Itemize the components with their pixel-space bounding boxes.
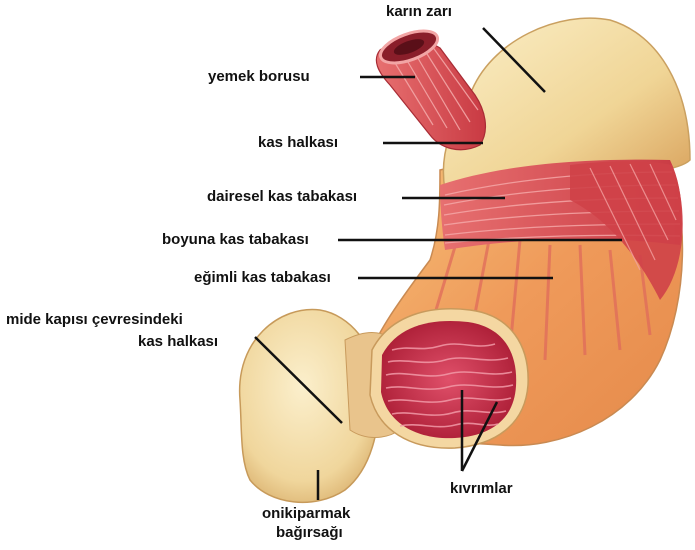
label-kivrimlar: kıvrımlar — [450, 480, 513, 498]
label-yemek-borusu: yemek borusu — [208, 68, 310, 86]
label-dairesel-kas-tabakasi: dairesel kas tabakası — [207, 188, 357, 206]
label-onikiparmak-line1: onikiparmak — [262, 505, 350, 523]
label-onikiparmak-line2: bağırsağı — [276, 524, 343, 542]
label-karin-zari: karın zarı — [386, 3, 452, 21]
label-mide-kapisi-line2: kas halkası — [138, 333, 218, 351]
label-mide-kapisi-line1: mide kapısı çevresindeki — [6, 311, 183, 329]
label-boyuna-kas-tabakasi: boyuna kas tabakası — [162, 231, 309, 249]
mucosa — [381, 321, 516, 438]
label-egimli-kas-tabakasi: eğimli kas tabakası — [194, 269, 331, 287]
label-kas-halkasi: kas halkası — [258, 134, 338, 152]
